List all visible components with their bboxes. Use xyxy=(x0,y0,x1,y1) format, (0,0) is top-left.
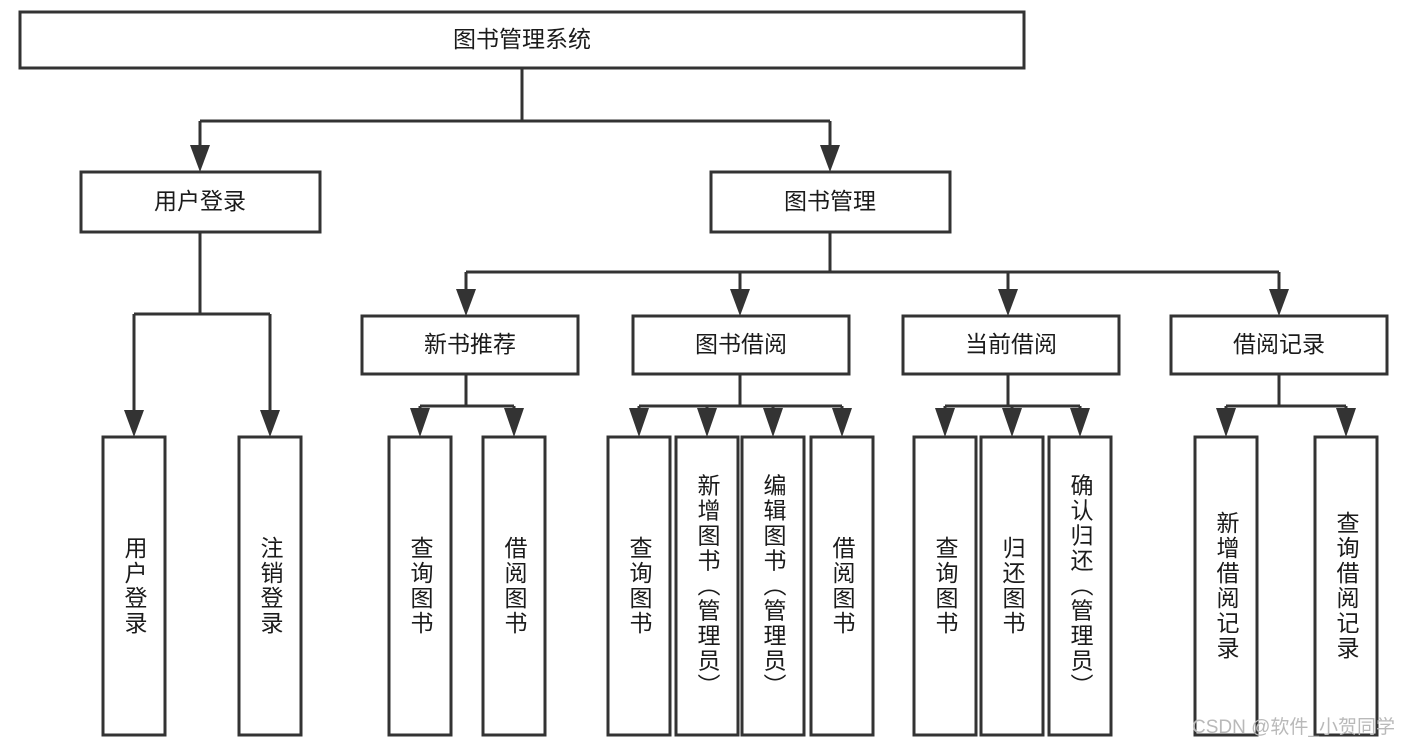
leaf-new-books-2-box[interactable] xyxy=(481,435,547,737)
leaf-new-books-1[interactable]: 查询图书 xyxy=(387,435,453,737)
leaf-borrow-3[interactable]: 编辑图书（管理员） xyxy=(740,435,806,737)
leaf-user-login-2-label: 注销登录 xyxy=(257,536,284,636)
leaf-borrow-1[interactable]: 查询图书 xyxy=(606,435,672,737)
leaf-borrow-2[interactable]: 新增图书（管理员） xyxy=(674,435,740,737)
node-new-book-recommend-label: 新书推荐 xyxy=(424,331,516,357)
arrow-borrow-leaf-1-icon xyxy=(629,408,649,437)
node-book-management-box[interactable] xyxy=(709,170,952,234)
watermark-label: CSDN @软件_小贺同学 xyxy=(1192,716,1395,738)
node-borrow-records-label: 借阅记录 xyxy=(1233,331,1325,357)
leaf-borrow-3-box[interactable] xyxy=(740,435,806,737)
arrow-borrow-leaf-2-icon xyxy=(697,408,717,437)
leaf-records-2-label: 查询借阅记录 xyxy=(1333,511,1360,661)
node-book-management[interactable]: 图书管理 xyxy=(709,170,952,234)
leaf-user-login-1[interactable]: 用户登录 xyxy=(101,435,167,737)
leaf-user-login-1-label: 用户登录 xyxy=(121,536,148,636)
arrow-borrow-leaf-3-icon xyxy=(763,408,783,437)
arrow-to-userlogin-icon xyxy=(190,145,210,172)
node-book-borrow[interactable]: 图书借阅 xyxy=(631,314,851,376)
leaf-user-login-2-box[interactable] xyxy=(237,435,303,737)
arrow-userlogin-leaf-1-icon xyxy=(124,410,144,437)
leaf-current-3-label: 确认归还（管理员） xyxy=(1067,474,1094,699)
leaf-current-3-box[interactable] xyxy=(1047,435,1113,737)
arrow-borrow-leaf-4-icon xyxy=(832,408,852,437)
arrow-records-leaf-2-icon xyxy=(1336,408,1356,437)
node-borrow-records-box[interactable] xyxy=(1169,314,1389,376)
arrow-to-current-icon xyxy=(998,289,1018,316)
leaf-current-2-label: 归还图书 xyxy=(999,536,1026,636)
node-root-box[interactable] xyxy=(18,10,1026,70)
arrow-to-newbooks-icon xyxy=(456,289,476,316)
node-root-label: 图书管理系统 xyxy=(453,26,591,52)
leaf-current-1-label: 查询图书 xyxy=(932,536,959,636)
leaf-user-login-2[interactable]: 注销登录 xyxy=(237,435,303,737)
edge-group xyxy=(124,68,1356,437)
node-user-login[interactable]: 用户登录 xyxy=(79,170,322,234)
leaf-borrow-4-box[interactable] xyxy=(809,435,875,737)
leaf-new-books-1-box[interactable] xyxy=(387,435,453,737)
leaf-records-1[interactable]: 新增借阅记录 xyxy=(1193,435,1259,737)
leaf-new-books-2[interactable]: 借阅图书 xyxy=(481,435,547,737)
leaf-current-1-box[interactable] xyxy=(912,435,978,737)
arrow-to-bookmgmt-icon xyxy=(820,145,840,172)
leaf-current-2-box[interactable] xyxy=(979,435,1045,737)
leaf-borrow-4-label: 借阅图书 xyxy=(829,536,856,636)
arrow-to-borrow-icon xyxy=(730,289,750,316)
leaf-borrow-4[interactable]: 借阅图书 xyxy=(809,435,875,737)
leaf-borrow-1-box[interactable] xyxy=(606,435,672,737)
node-borrow-records[interactable]: 借阅记录 xyxy=(1169,314,1389,376)
node-root[interactable]: 图书管理系统 xyxy=(18,10,1026,70)
leaf-user-login-1-box[interactable] xyxy=(101,435,167,737)
arrow-to-records-icon xyxy=(1269,289,1289,316)
leaf-records-1-box[interactable] xyxy=(1193,435,1259,737)
arrow-current-leaf-2-icon xyxy=(1002,408,1022,437)
arrow-records-leaf-1-icon xyxy=(1216,408,1236,437)
node-current-borrow[interactable]: 当前借阅 xyxy=(901,314,1121,376)
arrow-current-leaf-3-icon xyxy=(1070,408,1090,437)
leaf-current-3[interactable]: 确认归还（管理员） xyxy=(1047,435,1113,737)
node-book-borrow-box[interactable] xyxy=(631,314,851,376)
arrow-newbooks-leaf-2-icon xyxy=(504,408,524,437)
node-new-book-recommend-box[interactable] xyxy=(360,314,580,376)
arrow-newbooks-leaf-1-icon xyxy=(410,408,430,437)
leaf-records-1-label: 新增借阅记录 xyxy=(1213,511,1240,661)
leaf-borrow-1-label: 查询图书 xyxy=(626,536,653,636)
leaf-current-2[interactable]: 归还图书 xyxy=(979,435,1045,737)
leaf-borrow-2-box[interactable] xyxy=(674,435,740,737)
leaf-records-2-box[interactable] xyxy=(1313,435,1379,737)
leaf-borrow-3-label: 编辑图书（管理员） xyxy=(760,474,787,699)
arrow-userlogin-leaf-2-icon xyxy=(260,410,280,437)
node-user-login-box[interactable] xyxy=(79,170,322,234)
leaf-new-books-1-label: 查询图书 xyxy=(407,536,434,636)
node-book-borrow-label: 图书借阅 xyxy=(695,331,787,357)
leaf-borrow-2-label: 新增图书（管理员） xyxy=(694,474,721,699)
leaf-records-2[interactable]: 查询借阅记录 xyxy=(1313,435,1379,737)
leaf-current-1[interactable]: 查询图书 xyxy=(912,435,978,737)
node-user-login-label: 用户登录 xyxy=(154,188,246,214)
node-current-borrow-label: 当前借阅 xyxy=(965,331,1057,357)
node-book-management-label: 图书管理 xyxy=(784,188,876,214)
node-new-book-recommend[interactable]: 新书推荐 xyxy=(360,314,580,376)
leaf-new-books-2-label: 借阅图书 xyxy=(501,536,528,636)
node-current-borrow-box[interactable] xyxy=(901,314,1121,376)
arrow-current-leaf-1-icon xyxy=(935,408,955,437)
